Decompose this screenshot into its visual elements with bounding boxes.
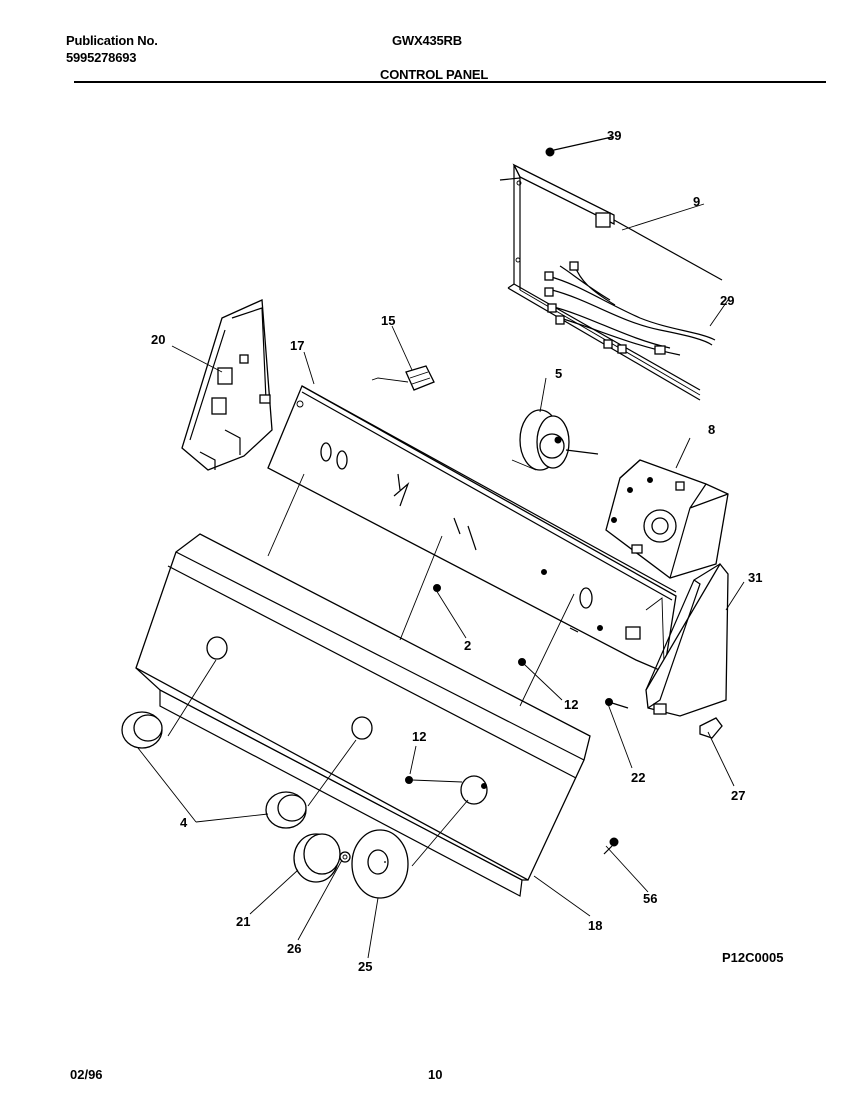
callout-26: 26 [287,941,301,956]
header-rule [74,81,826,83]
callout-5: 5 [555,366,562,381]
callout-15: 15 [381,313,395,328]
callout-25: 25 [358,959,372,974]
publication-label: Publication No. [66,33,158,48]
screw-part [545,136,613,157]
footer-date: 02/96 [70,1067,103,1082]
control-panel-part [267,385,677,673]
leader-lines [137,136,745,959]
model-number: GWX435RB [392,33,462,48]
callout-17: 17 [290,338,304,353]
dial-part [351,829,409,899]
callout-2: 2 [464,638,471,653]
callout-20: 20 [151,332,165,347]
screw-part [603,837,619,855]
callout-27: 27 [731,788,745,803]
spring-part [339,851,351,863]
callout-12: 12 [564,697,578,712]
back-cover-part [499,163,723,401]
end-cap-part [645,562,729,717]
section-title: CONTROL PANEL [380,67,489,82]
dial-hole-part [460,775,488,805]
callout-12: 12 [412,729,426,744]
diagram-code: P12C0005 [722,950,784,965]
control-module-part [605,459,729,579]
timer-part [519,409,599,471]
end-bracket-part [181,299,273,471]
callout-9: 9 [693,194,700,209]
callout-29: 29 [720,293,734,308]
switch-part [405,365,435,391]
callout-56: 56 [643,891,657,906]
knob-part [121,711,307,829]
callout-22: 22 [631,770,645,785]
screw-part [405,584,629,784]
callout-18: 18 [588,918,602,933]
wiring-harness-part [544,261,716,356]
page-number: 10 [428,1067,443,1082]
publication-number: 5995278693 [66,50,137,65]
callout-21: 21 [236,914,250,929]
knob-skirt-part [293,833,341,883]
callout-39: 39 [607,128,621,143]
callout-8: 8 [708,422,715,437]
callout-4: 4 [180,815,188,830]
clip-part [699,717,723,739]
callout-31: 31 [748,570,762,585]
